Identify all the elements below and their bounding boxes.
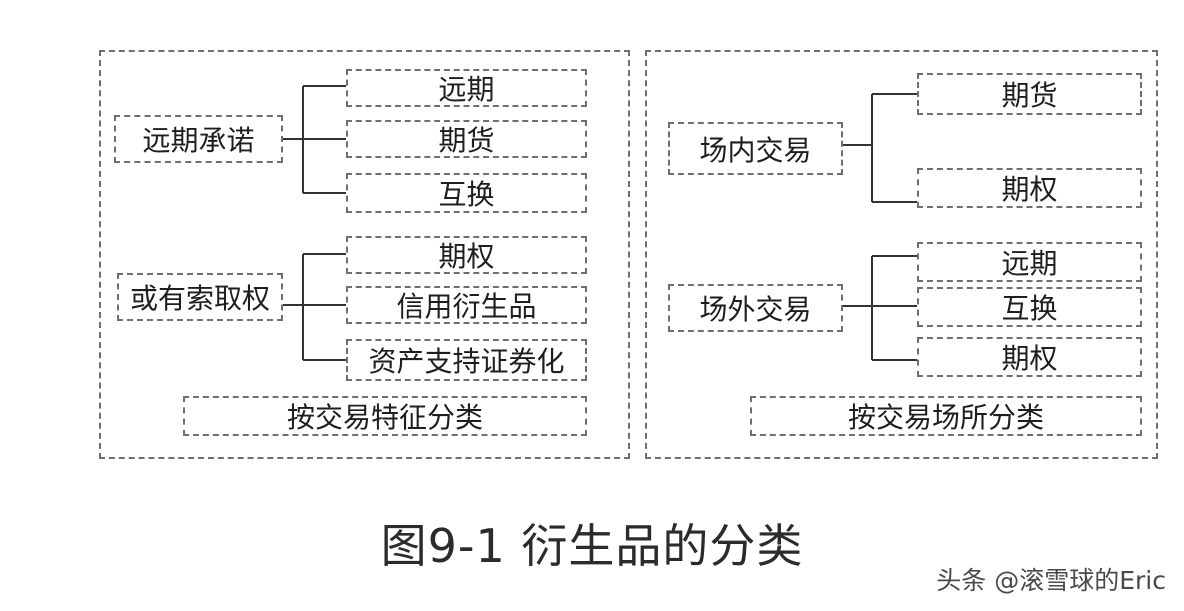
- node-futures-exchange: 期货: [917, 73, 1142, 115]
- node-asset-securitization: 资产支持证券化: [346, 339, 587, 381]
- node-options-exchange: 期权: [917, 168, 1142, 208]
- left-panel-footer: 按交易特征分类: [183, 396, 587, 436]
- right-panel: [645, 50, 1158, 459]
- node-options: 期权: [346, 236, 587, 274]
- group-label-otc: 场外交易: [668, 284, 843, 332]
- right-panel-footer: 按交易场所分类: [750, 396, 1142, 436]
- node-forward: 远期: [346, 69, 587, 107]
- left-panel: [99, 50, 630, 459]
- watermark: 头条 @滚雪球的Eric: [936, 566, 1166, 595]
- group-label-contingent-claims: 或有索取权: [117, 273, 283, 321]
- node-futures: 期货: [346, 120, 587, 158]
- node-swap: 互换: [346, 173, 587, 213]
- figure-caption: 图9-1 衍生品的分类: [380, 519, 804, 573]
- node-credit-derivatives: 信用衍生品: [346, 286, 587, 324]
- group-label-forward-commitment: 远期承诺: [114, 115, 283, 163]
- node-options-otc: 期权: [917, 337, 1142, 377]
- node-swap-otc: 互换: [917, 287, 1142, 327]
- node-forward-otc: 远期: [917, 242, 1142, 282]
- group-label-exchange-traded: 场内交易: [668, 122, 843, 175]
